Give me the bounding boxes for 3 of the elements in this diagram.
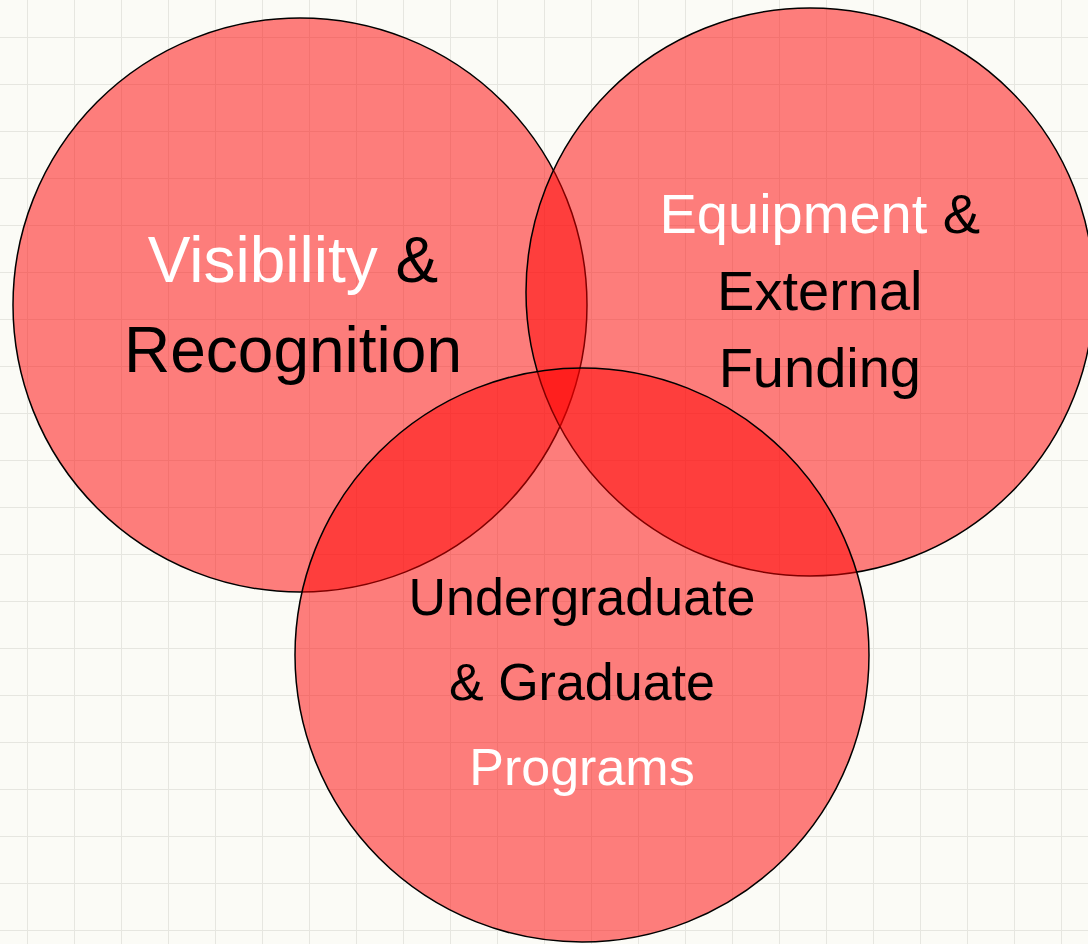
circle-label: Undergraduate & Graduate Programs: [408, 566, 756, 798]
circle-label: Visibility & Recognition: [124, 223, 462, 388]
circle-label: Equipment & External Funding: [659, 180, 981, 401]
